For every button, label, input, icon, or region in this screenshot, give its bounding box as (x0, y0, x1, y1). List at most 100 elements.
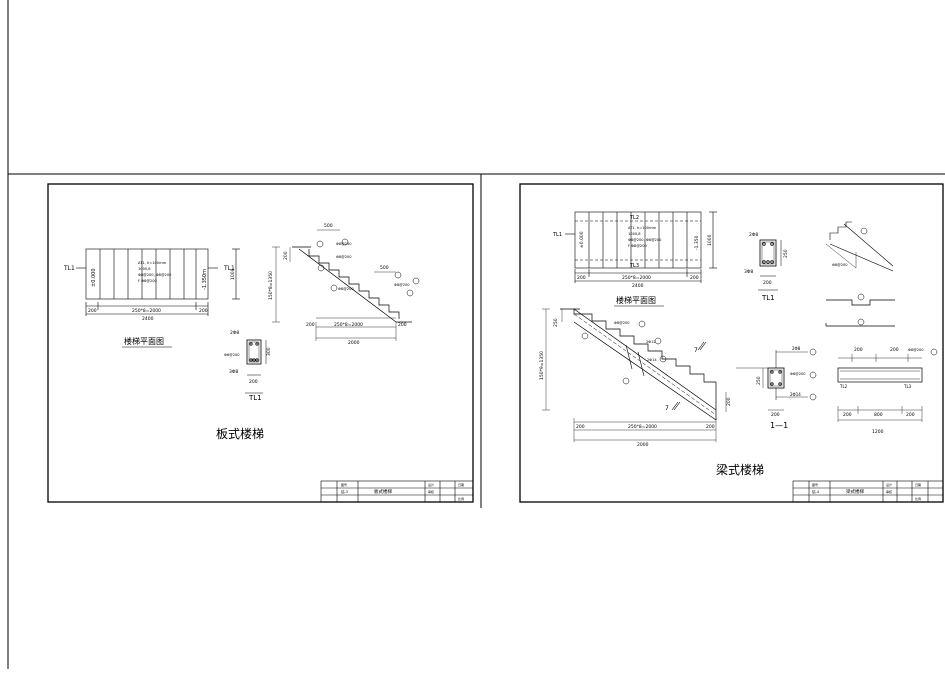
right-plan-note-2: 1000,8 (628, 232, 641, 236)
left-plan-elev-left: ±0.000 (91, 268, 97, 287)
left-tb-no: 结-3 (341, 489, 348, 494)
right-plan (565, 211, 717, 307)
left-plan-beam-left: TL1 (63, 265, 75, 272)
right-plan-elev-right: -1.350 (694, 235, 700, 250)
left-section-bar-c: Φ8@200 (338, 287, 354, 291)
right-cut-label: 1—1 (770, 421, 788, 430)
right-flat-left: 200 (843, 412, 852, 418)
sheet-left-border (47, 183, 474, 503)
right-stair-section (542, 308, 727, 442)
right-plan-dim-left: 200 (577, 275, 586, 281)
right-plan-dim-side: 1000 (707, 234, 713, 246)
right-section-height: 150*9=1350 (539, 351, 545, 380)
right-section-bar-b: 2Φ12 (646, 340, 656, 344)
right-beam-label: TL1 (761, 294, 775, 302)
left-section-bar-b: Φ8@200 (336, 255, 352, 259)
left-section-right: 200 (398, 322, 407, 328)
left-beam-section (245, 339, 267, 394)
left-plan-note-2: 1000,8 (138, 267, 151, 271)
left-plan-note-1: AT1, h=100mm (138, 261, 167, 265)
left-tb-r1: 设计 (428, 482, 434, 487)
left-section-bar-a: Φ8@200 (336, 242, 352, 246)
left-plan-note-4: F Φ8@200 (138, 279, 157, 283)
right-beam-section (758, 239, 782, 291)
right-beam-h: 250 (783, 249, 789, 258)
right-flat-beam-r: TL3 (903, 384, 912, 389)
right-section-right: 200 (706, 424, 715, 430)
left-tb-r3: 日期 (458, 482, 464, 487)
left-tb-r4: 比例 (458, 496, 464, 501)
right-tb-name: 梁式楼梯 (846, 488, 864, 495)
left-beam-stirrup: Φ6@200 (224, 353, 240, 357)
right-flat-right: 200 (906, 412, 915, 418)
left-beam-top: 2Φ8 (230, 330, 239, 336)
left-tb-c1: 图号 (341, 482, 347, 487)
right-section-top: 250 (553, 318, 559, 327)
left-section-side: 200 (283, 251, 289, 260)
right-beam-bottom: 3Φ8 (744, 269, 753, 275)
right-mark-7a: 7 (694, 347, 698, 354)
left-section-dim-top: 500 (324, 223, 333, 229)
right-plan-beam-top: TL2 (629, 215, 639, 221)
left-plan-dim-mid: 250*8=2000 (132, 308, 161, 314)
right-tb-r3: 日期 (915, 482, 921, 487)
left-beam-h: 300 (266, 347, 272, 356)
right-plan-elev-left: ±0.000 (579, 231, 585, 248)
right-beam-w: 200 (763, 280, 772, 286)
right-plan-dim-mid: 250*8=2000 (622, 275, 651, 281)
left-plan-label: 楼梯平面图 (124, 336, 164, 346)
right-plan-dim-total: 2400 (632, 283, 644, 289)
right-section-bar-c: 2Φ14 (647, 358, 657, 362)
right-sheet-title: 梁式楼梯 (716, 462, 764, 477)
right-plan-note-1: AT1, h=100mm (628, 226, 657, 230)
right-mark-7b: 7 (665, 405, 669, 412)
left-section-total: 2000 (348, 340, 360, 346)
right-tb-c1: 图号 (812, 482, 818, 487)
right-cut-section (736, 348, 817, 411)
right-flat-total: 1200 (872, 429, 884, 435)
left-section-mid: 250*8=2000 (334, 322, 363, 328)
right-cut-h: 250 (756, 376, 762, 385)
left-plan-elev-right: -1.350m (202, 269, 208, 290)
right-cut-top: 2Φ8 (792, 346, 801, 351)
left-sheet-title: 板式楼梯 (216, 426, 264, 441)
left-section-bar-d: Φ8@200 (394, 283, 410, 287)
left-section-dim-top2: 500 (380, 265, 389, 271)
right-cut-bottom: 2Φ14 (790, 392, 801, 397)
left-section-height: 150*8=1350 (268, 271, 274, 300)
left-stair-section (272, 229, 420, 341)
left-plan-dim-left: 200 (88, 308, 97, 314)
left-beam-w: 200 (249, 379, 258, 385)
left-beam-label: TL1 (248, 394, 262, 402)
right-section-side: 200 (726, 397, 732, 406)
right-plan-beam-left: TL1 (552, 232, 562, 238)
right-tb-r1: 设计 (886, 482, 892, 487)
left-plan-dim-right: 200 (199, 308, 208, 314)
right-flat-section (837, 348, 938, 422)
right-plan-note-3: Φ8@200, Φ8@200 (628, 238, 662, 242)
left-plan-beam-right: TL1 (223, 265, 235, 272)
sheet-right-border (519, 183, 944, 503)
right-plan-beam-bottom: TL3 (629, 263, 639, 269)
right-tb-no: 结-4 (812, 489, 820, 494)
right-cut-w: 200 (771, 412, 780, 418)
right-tb-r2: 审核 (886, 489, 892, 494)
right-plan-dim-right: 200 (690, 275, 699, 281)
right-flat-top1: 200 (854, 347, 863, 353)
right-cut-stirrup: Φ6@200 (790, 372, 806, 376)
right-detail-bar: Φ8@200 (832, 263, 848, 267)
right-section-left: 200 (576, 424, 585, 430)
right-section-mid: 250*8=2000 (628, 424, 657, 430)
left-plan (76, 248, 240, 348)
left-tb-r2: 审核 (428, 489, 434, 494)
right-section-total: 2000 (637, 442, 649, 448)
right-bar-shapes (825, 293, 895, 327)
left-tb-name: 板式楼梯 (374, 488, 392, 495)
right-tb-r4: 比例 (915, 496, 921, 501)
left-plan-dim-total: 2400 (142, 316, 154, 322)
right-section-bar-a: Φ8@200 (614, 321, 630, 325)
sheet-right: TL2 TL3 TL1 ±0.000 -1.350 AT1, h=100mm 1… (519, 183, 944, 503)
right-title-block (792, 480, 944, 503)
left-beam-bottom: 3Φ8 (229, 369, 238, 375)
